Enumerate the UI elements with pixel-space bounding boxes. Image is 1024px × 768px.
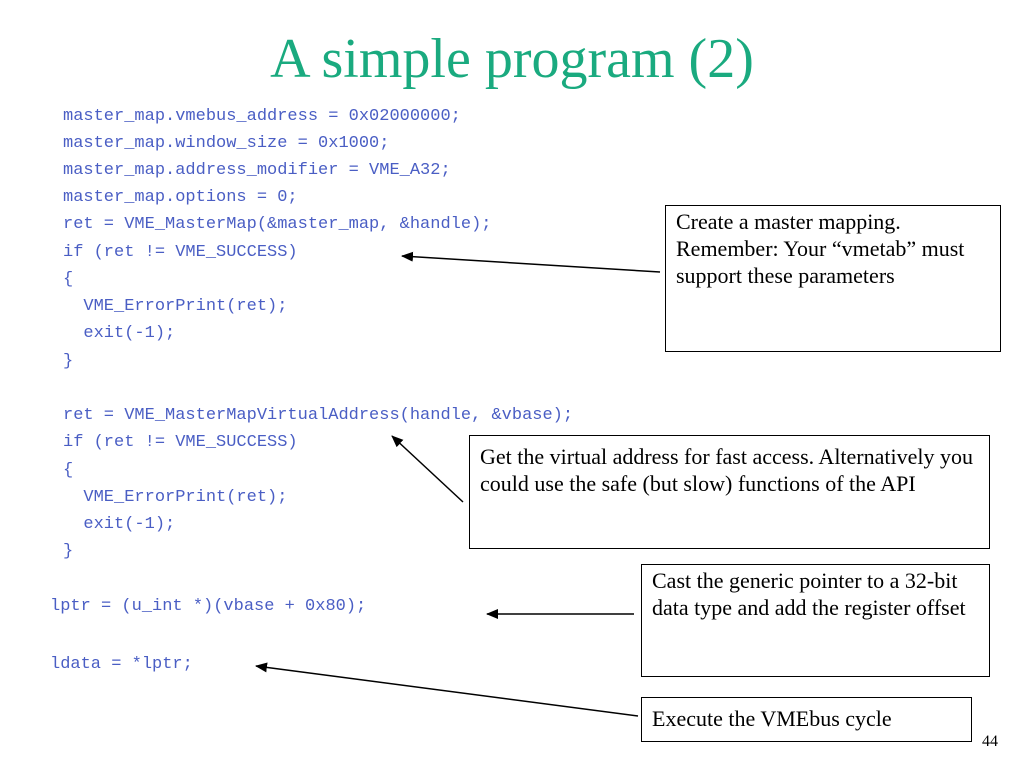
code-line: master_map.window_size = 0x1000;	[63, 134, 390, 153]
callout-text: Get the virtual address for fast access.…	[480, 444, 974, 496]
code-line: ldata = *lptr;	[50, 655, 193, 674]
code-line: if (ret != VME_SUCCESS)	[63, 433, 298, 452]
code-line: lptr = (u_int *)(vbase + 0x80);	[50, 597, 367, 616]
callout-virtual-address: Get the virtual address for fast access.…	[469, 435, 990, 549]
code-line: VME_ErrorPrint(ret);	[63, 297, 288, 316]
code-line: {	[63, 270, 74, 289]
code-line: master_map.options = 0;	[63, 188, 298, 207]
arrow-virtual-address	[391, 435, 464, 503]
arrow-master-mapping	[401, 251, 661, 273]
callout-text: Execute the VMEbus cycle	[652, 706, 892, 731]
slide-title: A simple program (2)	[270, 28, 754, 90]
arrow-execute-cycle	[255, 662, 639, 717]
callout-execute-cycle: Execute the VMEbus cycle	[641, 697, 972, 742]
code-line: master_map.vmebus_address = 0x02000000;	[63, 107, 461, 126]
callout-text: Cast the generic pointer to a 32-bit dat…	[652, 568, 966, 620]
code-line: VME_ErrorPrint(ret);	[63, 488, 288, 507]
code-line: {	[63, 461, 74, 480]
code-line: }	[63, 542, 74, 561]
callout-cast-pointer: Cast the generic pointer to a 32-bit dat…	[641, 564, 990, 677]
code-line: exit(-1);	[63, 515, 176, 534]
callout-master-mapping: Create a master mapping. Remember: Your …	[665, 205, 1001, 352]
code-line: if (ret != VME_SUCCESS)	[63, 243, 298, 262]
code-line: ret = VME_MasterMap(&master_map, &handle…	[63, 215, 492, 234]
code-line: }	[63, 352, 74, 371]
code-line: master_map.address_modifier = VME_A32;	[63, 161, 451, 180]
code-line: ret = VME_MasterMapVirtualAddress(handle…	[63, 406, 574, 425]
callout-text: Create a master mapping. Remember: Your …	[676, 209, 965, 288]
code-line: exit(-1);	[63, 324, 176, 343]
page-number: 44	[982, 733, 998, 750]
